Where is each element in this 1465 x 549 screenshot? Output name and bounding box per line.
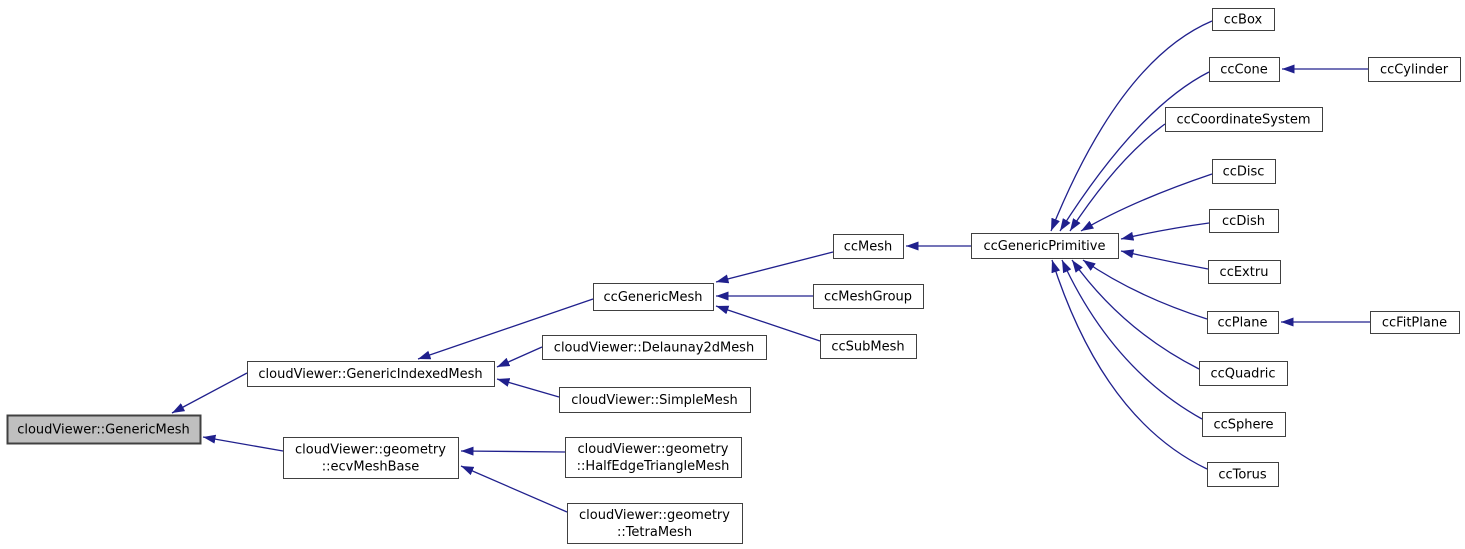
node-box-ecvMeshBase[interactable] <box>282 436 460 480</box>
node-GenericIndexedMesh[interactable]: cloudViewer::GenericIndexedMesh <box>246 360 496 388</box>
edge-ccSubMesh-to-ccGenericMesh <box>715 305 821 342</box>
node-ccDisc[interactable]: ccDisc <box>1211 158 1277 185</box>
edge-TetraMesh-to-ecvMeshBase <box>460 465 568 513</box>
node-label-ccPlane: ccPlane <box>1218 316 1268 331</box>
node-box-ccBox[interactable] <box>1211 7 1276 32</box>
node-ccSphere[interactable]: ccSphere <box>1201 411 1287 438</box>
node-label-ccCone: ccCone <box>1220 63 1268 78</box>
node-box-ccMeshGroup[interactable] <box>812 283 925 310</box>
node-ccExtru[interactable]: ccExtru <box>1207 259 1282 285</box>
node-box-ccExtru[interactable] <box>1207 259 1282 285</box>
edge-ccGenericMesh-to-GenericIndexedMesh <box>417 298 594 360</box>
node-box-GenericIndexedMesh[interactable] <box>246 360 496 388</box>
node-box-ccMesh[interactable] <box>832 233 905 260</box>
node-ccCylinder[interactable]: ccCylinder <box>1367 56 1462 83</box>
node-label-GenericIndexedMesh: cloudViewer::GenericIndexedMesh <box>258 367 482 382</box>
edges-layer <box>171 20 1370 513</box>
node-ccPlane[interactable]: ccPlane <box>1206 310 1280 335</box>
node-box-ccDish[interactable] <box>1208 208 1280 234</box>
node-TetraMesh[interactable]: cloudViewer::geometry::TetraMesh <box>566 502 744 545</box>
node-box-ccSphere[interactable] <box>1201 411 1287 438</box>
node-box-ccCoordinateSystem[interactable] <box>1164 106 1324 133</box>
node-label-SimpleMesh: cloudViewer::SimpleMesh <box>571 393 738 408</box>
node-SimpleMesh[interactable]: cloudViewer::SimpleMesh <box>558 386 752 414</box>
node-box-ccPlane[interactable] <box>1206 310 1280 335</box>
node-GenericMesh: cloudViewer::GenericMesh <box>6 414 202 445</box>
node-box-ccQuadric[interactable] <box>1198 360 1289 387</box>
node-box-GenericMesh <box>6 414 202 445</box>
edge-ccTorus-to-ccGenericPrimitive <box>1051 259 1208 470</box>
node-ccGenericMesh[interactable]: ccGenericMesh <box>592 282 715 312</box>
edge-Delaunay2dMesh-to-GenericIndexedMesh <box>496 346 543 368</box>
edge-SimpleMesh-to-GenericIndexedMesh <box>496 378 560 398</box>
edge-ccSphere-to-ccGenericPrimitive <box>1061 259 1203 420</box>
edge-ccCone-to-ccGenericPrimitive <box>1059 71 1210 232</box>
node-label-ccTorus: ccTorus <box>1218 468 1267 483</box>
node-box-ccSubMesh[interactable] <box>819 333 918 360</box>
node-ccTorus[interactable]: ccTorus <box>1206 461 1280 488</box>
node-ccBox[interactable]: ccBox <box>1211 7 1276 32</box>
edge-ccPlane-to-ccGenericPrimitive <box>1082 259 1208 320</box>
edge-ccMesh-to-ccGenericMesh <box>715 251 834 284</box>
edge-ccExtru-to-ccGenericPrimitive <box>1120 249 1209 270</box>
node-label-GenericMesh: cloudViewer::GenericMesh <box>17 423 190 438</box>
node-ccMesh[interactable]: ccMesh <box>832 233 905 260</box>
node-box-ccCone[interactable] <box>1208 56 1281 83</box>
node-ccSubMesh[interactable]: ccSubMesh <box>819 333 918 360</box>
edge-ccQuadric-to-ccGenericPrimitive <box>1071 259 1200 370</box>
node-label-ccMeshGroup: ccMeshGroup <box>824 290 912 305</box>
node-box-Delaunay2dMesh[interactable] <box>541 334 768 361</box>
edge-HalfEdgeTriangleMesh-to-ecvMeshBase <box>460 446 566 456</box>
node-label-ccFitPlane: ccFitPlane <box>1382 316 1447 331</box>
edge-ccCoordinateSystem-to-ccGenericPrimitive <box>1069 123 1166 232</box>
edge-ccDish-to-ccGenericPrimitive <box>1120 222 1210 241</box>
node-ccDish[interactable]: ccDish <box>1208 208 1280 234</box>
node-label-ccGenericPrimitive: ccGenericPrimitive <box>984 239 1106 254</box>
node-ecvMeshBase[interactable]: cloudViewer::geometry::ecvMeshBase <box>282 436 460 480</box>
edge-ccDisc-to-ccGenericPrimitive <box>1080 173 1213 232</box>
node-box-ccCylinder[interactable] <box>1367 56 1462 83</box>
node-label-ccMesh: ccMesh <box>844 240 893 255</box>
node-label-ccDisc: ccDisc <box>1223 165 1265 180</box>
node-box-TetraMesh[interactable] <box>566 502 744 545</box>
node-box-ccGenericPrimitive[interactable] <box>970 232 1120 260</box>
node-label-ccDish: ccDish <box>1222 214 1265 229</box>
node-label-HalfEdgeTriangleMesh: cloudViewer::geometry::HalfEdgeTriangleM… <box>577 442 730 474</box>
node-box-ccGenericMesh[interactable] <box>592 282 715 312</box>
node-ccCone[interactable]: ccCone <box>1208 56 1281 83</box>
node-label-ccQuadric: ccQuadric <box>1210 367 1275 382</box>
node-label-ccGenericMesh: ccGenericMesh <box>604 290 703 305</box>
nodes-layer: cloudViewer::GenericMesh cloudViewer::Gen… <box>6 7 1462 545</box>
node-label-Delaunay2dMesh: cloudViewer::Delaunay2dMesh <box>554 341 754 356</box>
node-label-ccCylinder: ccCylinder <box>1380 63 1449 78</box>
node-label-ccSphere: ccSphere <box>1213 418 1273 433</box>
node-ccMeshGroup[interactable]: ccMeshGroup <box>812 283 925 310</box>
edge-ccBox-to-ccGenericPrimitive <box>1050 20 1213 232</box>
node-box-SimpleMesh[interactable] <box>558 386 752 414</box>
node-ccGenericPrimitive[interactable]: ccGenericPrimitive <box>970 232 1120 260</box>
node-label-TetraMesh: cloudViewer::geometry::TetraMesh <box>579 508 730 540</box>
node-ccCoordinateSystem[interactable]: ccCoordinateSystem <box>1164 106 1324 133</box>
node-label-ecvMeshBase: cloudViewer::geometry::ecvMeshBase <box>295 443 446 475</box>
node-ccQuadric[interactable]: ccQuadric <box>1198 360 1289 387</box>
node-label-ccExtru: ccExtru <box>1220 265 1269 280</box>
node-label-ccCoordinateSystem: ccCoordinateSystem <box>1176 113 1310 128</box>
node-box-ccDisc[interactable] <box>1211 158 1277 185</box>
edge-ecvMeshBase-to-GenericMesh <box>202 434 284 452</box>
node-label-ccSubMesh: ccSubMesh <box>831 340 904 355</box>
node-ccFitPlane[interactable]: ccFitPlane <box>1369 310 1461 335</box>
node-Delaunay2dMesh[interactable]: cloudViewer::Delaunay2dMesh <box>541 334 768 361</box>
node-HalfEdgeTriangleMesh[interactable]: cloudViewer::geometry::HalfEdgeTriangleM… <box>564 436 743 479</box>
edge-GenericIndexedMesh-to-GenericMesh <box>171 372 248 414</box>
node-label-ccBox: ccBox <box>1224 13 1263 28</box>
node-box-ccTorus[interactable] <box>1206 461 1280 488</box>
node-box-ccFitPlane[interactable] <box>1369 310 1461 335</box>
node-box-HalfEdgeTriangleMesh[interactable] <box>564 436 743 479</box>
